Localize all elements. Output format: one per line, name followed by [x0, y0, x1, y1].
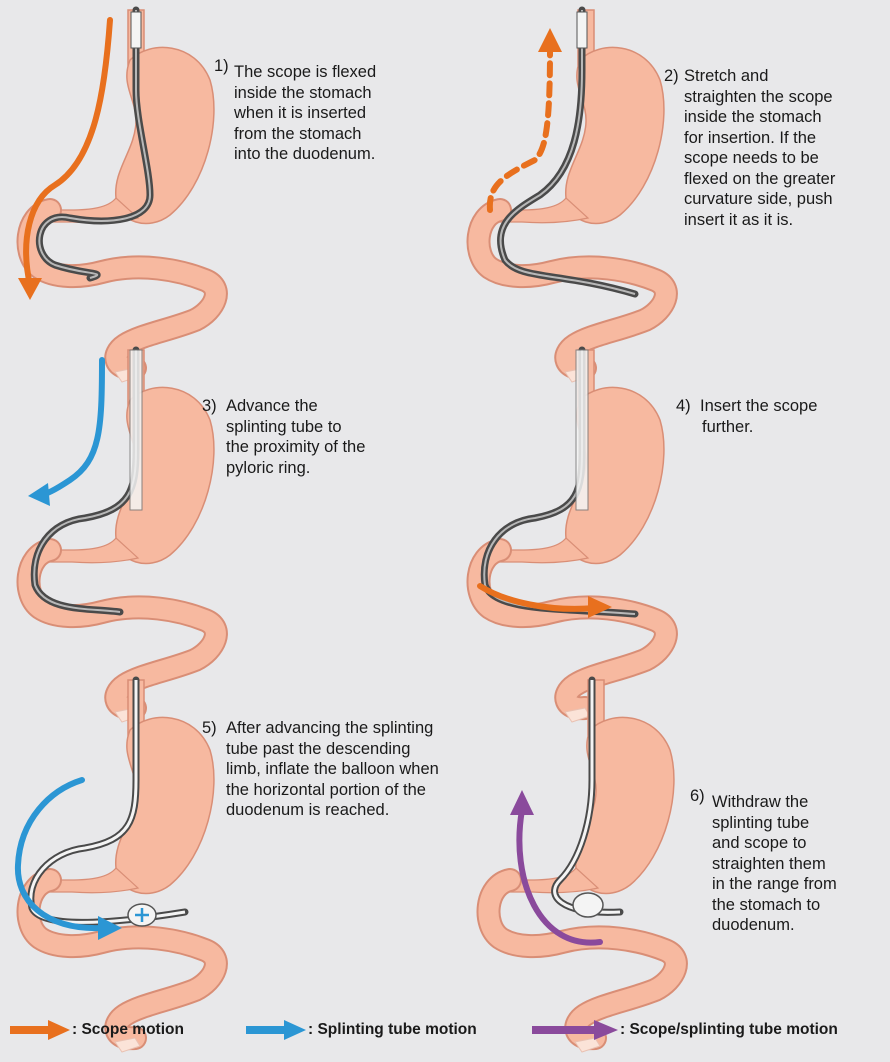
panel-1-illustration	[18, 10, 216, 382]
step-line: After advancing the splinting	[226, 718, 439, 739]
step-line: into the duodenum.	[234, 144, 376, 165]
step-number: 5)	[202, 718, 217, 739]
step-line: when it is inserted	[234, 103, 376, 124]
blue-arrow-icon	[246, 1020, 306, 1040]
step-line: further.	[700, 417, 817, 438]
step-line: inside the stomach	[684, 107, 835, 128]
step-line: splinting tube	[712, 813, 837, 834]
step-line: splinting tube to	[226, 417, 365, 438]
panel-5-illustration	[18, 680, 216, 1052]
step-number: 4)	[676, 396, 691, 417]
step-line: the horizontal portion of the	[226, 780, 439, 801]
balloon-icon	[573, 893, 603, 917]
step-line: limb, inflate the balloon when	[226, 759, 439, 780]
step-number: 6)	[690, 786, 705, 807]
step-line: in the range from	[712, 874, 837, 895]
step-line: for insertion. If the	[684, 128, 835, 149]
step-number: 2)	[664, 66, 679, 87]
step-line: Insert the scope	[700, 396, 817, 417]
step-line: straighten the scope	[684, 87, 835, 108]
panel-6-illustration	[489, 680, 676, 1052]
step-line: The scope is flexed	[234, 62, 376, 83]
step-line: Stretch and	[684, 66, 835, 87]
legend-label-combined-motion: : Scope/splinting tube motion	[620, 1021, 838, 1039]
step-line: from the stomach	[234, 124, 376, 145]
legend-label-splinting-tube-motion: : Splinting tube motion	[308, 1021, 477, 1039]
panel-2-illustration	[479, 10, 666, 382]
scope-path	[34, 350, 136, 612]
step-line: insert it as it is.	[684, 210, 835, 231]
step-line: flexed on the greater	[684, 169, 835, 190]
step-line: duodenum.	[712, 915, 837, 936]
orange-arrow-icon	[10, 1020, 70, 1040]
step-number: 1)	[214, 56, 229, 77]
step-line: duodenum is reached.	[226, 800, 439, 821]
step-line: and scope to	[712, 833, 837, 854]
step-line: the stomach to	[712, 895, 837, 916]
step-line: pyloric ring.	[226, 458, 365, 479]
step-line: straighten them	[712, 854, 837, 875]
step-line: scope needs to be	[684, 148, 835, 169]
step-line: Withdraw the	[712, 792, 837, 813]
step-line: the proximity of the	[226, 437, 365, 458]
step-line: inside the stomach	[234, 83, 376, 104]
panel-4-illustration	[479, 350, 666, 722]
legend-label-scope-motion: : Scope motion	[72, 1021, 184, 1039]
step-line: Advance the	[226, 396, 365, 417]
step-line: tube past the descending	[226, 739, 439, 760]
splinting-motion-arrow	[40, 360, 102, 495]
step-line: curvature side, push	[684, 189, 835, 210]
scope-motion-arrow	[490, 50, 550, 210]
panel-3-illustration	[28, 350, 216, 722]
step-number: 3)	[202, 396, 217, 417]
